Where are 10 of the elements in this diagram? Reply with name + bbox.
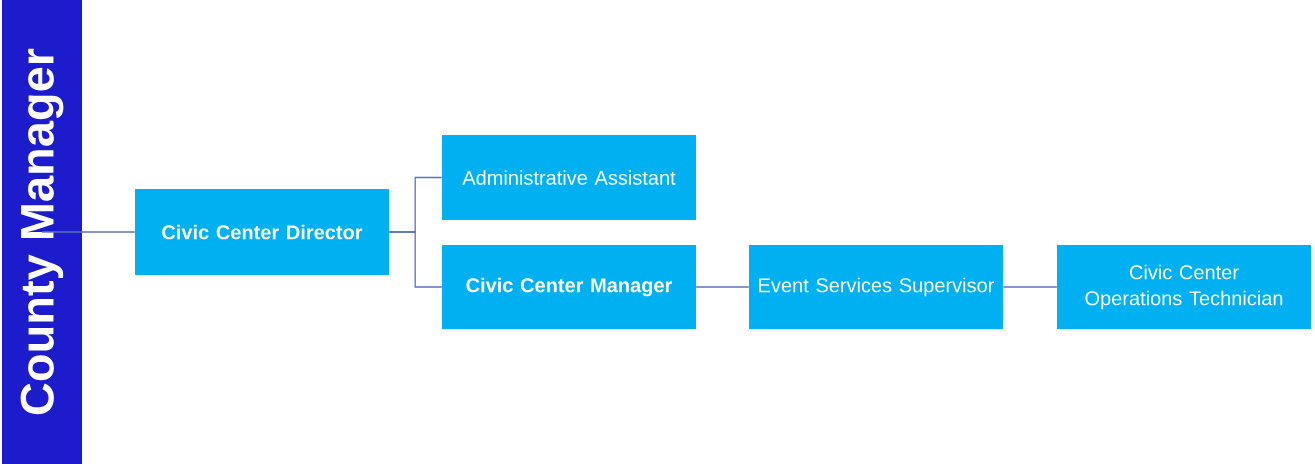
connector-line [388, 231, 443, 288]
connector-line [695, 286, 750, 288]
connector-line [1002, 286, 1058, 288]
connector-line [41, 231, 136, 233]
title-bar: County Manager [2, 0, 82, 464]
role-box: Event Services Supervisor [749, 245, 1003, 329]
role-box: Civic Center Manager [442, 245, 696, 329]
role-box: Administrative Assistant [442, 135, 696, 220]
role-box: Civic Center Director [135, 189, 389, 275]
role-box: Civic Center Operations Technician [1057, 245, 1311, 329]
